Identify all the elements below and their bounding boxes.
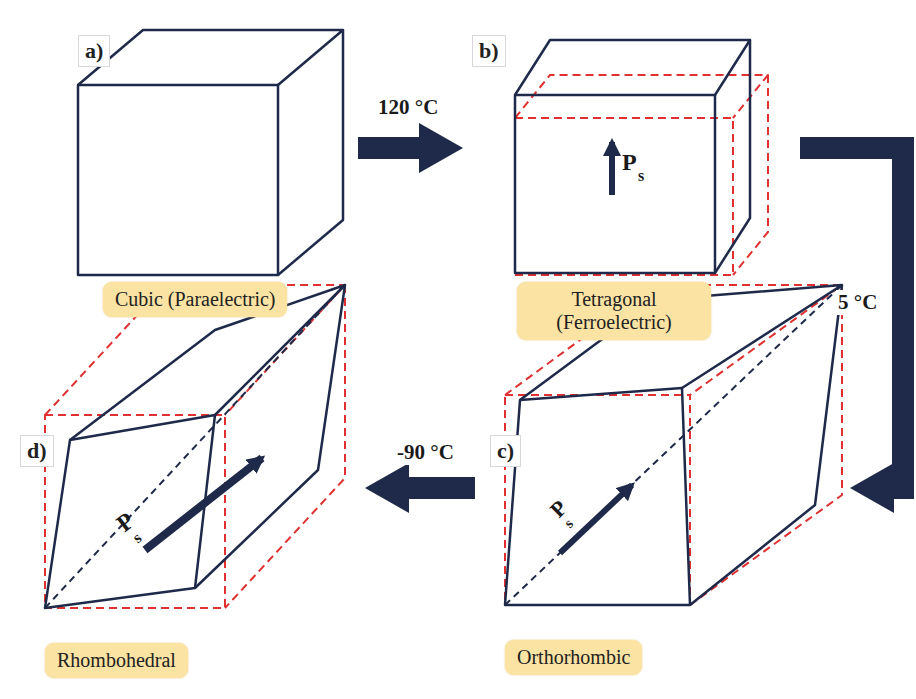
phase-label: Orthorhombic [505, 640, 642, 675]
phase-label: Rhombohedral [45, 643, 188, 678]
phase-panel: b) Tetragonal (Ferroelectric) [465, 20, 795, 340]
phase-panel: c) Orthorhombic [480, 360, 845, 690]
temperature-label: -90 °C [395, 440, 456, 465]
tetragonal-cell [515, 40, 768, 275]
polarization-subscript: s [562, 516, 577, 531]
rhombohedral-cell [45, 285, 345, 608]
polarization-subscript: s [638, 168, 644, 184]
transition-arrow [395, 477, 475, 499]
panel-letter: d) [20, 435, 54, 467]
transition-arrow [800, 148, 903, 488]
panel-letter: b) [472, 35, 506, 67]
phase-panel: d) Rhombohedral [15, 360, 360, 690]
temperature-label: 120 °C [376, 95, 440, 120]
phase-label: Tetragonal (Ferroelectric) [517, 282, 711, 340]
panel-letter: c) [490, 435, 521, 467]
polarization-subscript: s [130, 530, 145, 546]
panel-letter: a) [78, 35, 110, 67]
phase-panel: a) Cubic (Paraelectric) [40, 20, 340, 340]
polarization-symbol: P [622, 150, 637, 174]
transition-arrow [358, 137, 433, 159]
cubic-cell [78, 30, 343, 275]
temperature-label: 5 °C [836, 290, 879, 315]
phase-label: Cubic (Paraelectric) [103, 282, 287, 317]
